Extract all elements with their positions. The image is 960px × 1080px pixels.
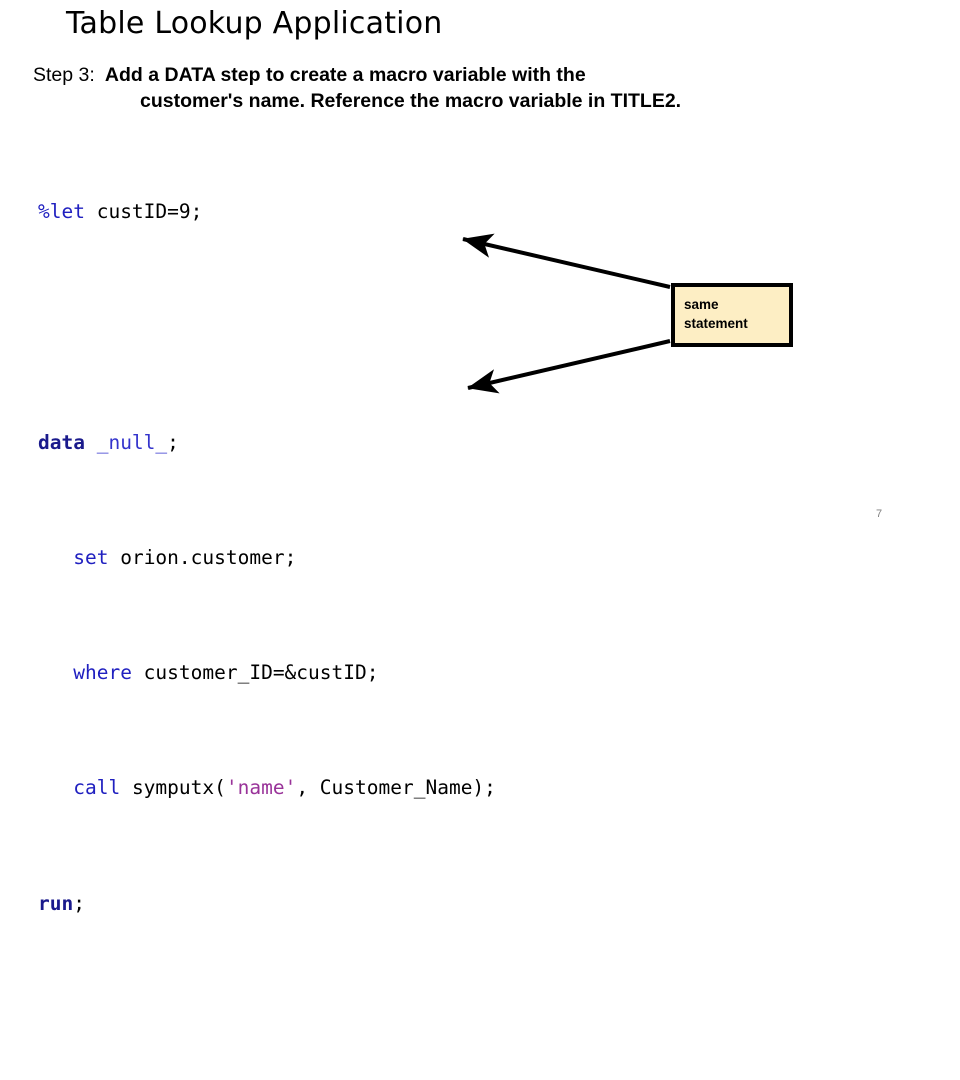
keyword-run-1: run — [38, 891, 74, 915]
code-line-where-1: where customer_ID=&custID; — [38, 659, 496, 688]
code-line-set: set orion.customer; — [38, 544, 496, 573]
code-blank-2 — [38, 1005, 496, 1034]
page-title: Table Lookup Application — [66, 6, 443, 41]
code-line-let: %let custID=9; — [38, 198, 496, 227]
sas-code-listing: %let custID=9; data _null_; set orion.cu… — [38, 112, 496, 1080]
keyword-call: call — [73, 776, 121, 800]
symputx-string-arg: 'name' — [225, 776, 297, 800]
keyword-where-1: where — [73, 661, 132, 685]
code-blank-1 — [38, 314, 496, 343]
code-line-call: call symputx('name', Customer_Name); — [38, 774, 496, 803]
let-assignment: custID=9; — [84, 200, 203, 224]
symputx-open: symputx( — [120, 776, 226, 800]
step-line2: customer's name. Reference the macro var… — [140, 90, 682, 112]
callout-text: same statement — [684, 295, 748, 333]
code-line-run-1: run; — [38, 890, 496, 919]
callout-line-1: same — [684, 297, 719, 312]
symputx-value-arg: , Customer_Name); — [296, 776, 496, 800]
indent — [38, 661, 73, 684]
run-semicolon-1: ; — [73, 891, 85, 915]
set-dataset: orion.customer; — [108, 545, 297, 569]
step-line1: Add a DATA step to create a macro variab… — [104, 64, 586, 86]
step-description: Step 3: Add a DATA step to create a macr… — [33, 62, 823, 114]
data-semicolon: ; — [167, 430, 179, 454]
keyword-set: set — [73, 545, 109, 569]
arrow-to-where-2 — [467, 339, 671, 394]
callout-line-2: statement — [684, 316, 748, 331]
dataset-null: _null_ — [84, 430, 168, 454]
indent — [38, 546, 73, 569]
slide-canvas: Table Lookup Application Step 3: Add a D… — [33, 6, 883, 915]
indent — [38, 776, 73, 799]
code-line-data: data _null_; — [38, 429, 496, 458]
keyword-data: data — [38, 430, 85, 454]
page-number: 7 — [876, 508, 883, 520]
step-label: Step 3: — [33, 64, 95, 86]
where-condition-1: customer_ID=&custID; — [131, 661, 379, 685]
callout-box-same-statement: same statement — [671, 283, 793, 347]
keyword-let: %let — [38, 200, 85, 224]
